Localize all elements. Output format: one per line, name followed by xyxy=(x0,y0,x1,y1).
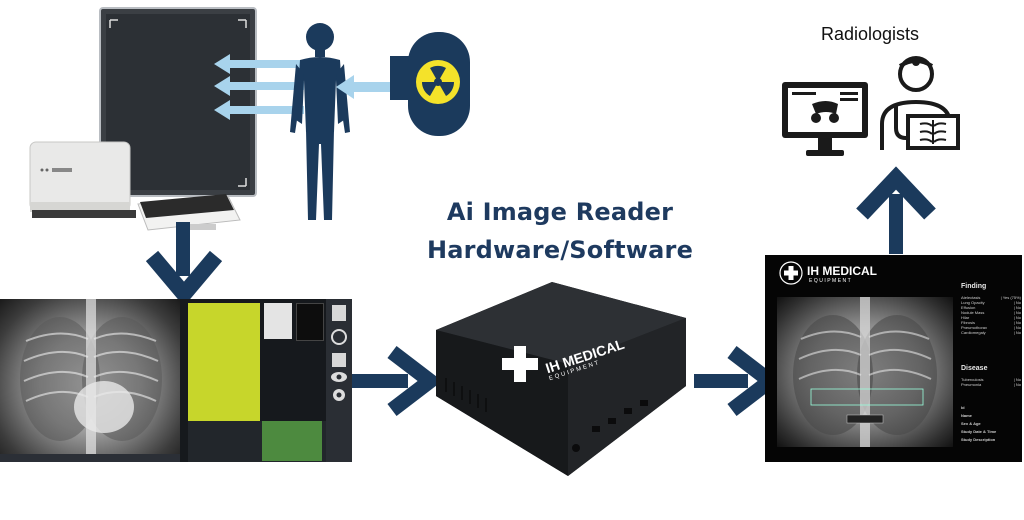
finding-row: Nodule Mass| No xyxy=(961,310,1021,315)
report-brand-sub: EQUIPMENT xyxy=(809,278,853,284)
xray-beam-arrow xyxy=(336,75,414,99)
settings-icon xyxy=(333,389,345,401)
finding-row: Pneumothorax| No xyxy=(961,325,1021,330)
report-xray-image xyxy=(777,297,953,447)
disease-heading: Disease xyxy=(961,365,988,372)
flat-panel-detector-icon xyxy=(99,7,257,197)
monitor-icon xyxy=(782,82,868,156)
patient-field: Study Date & Time xyxy=(961,429,997,434)
results-panel xyxy=(262,421,322,461)
status-bar xyxy=(0,454,180,462)
radiation-icon xyxy=(416,60,460,104)
arrow-down xyxy=(146,222,222,307)
finding-row: Fibrosis| No xyxy=(961,320,1021,325)
ai-report: IH MEDICAL EQUIPMENT Finding Atelectasis… xyxy=(765,255,1022,462)
patient-field: Study Description xyxy=(961,437,996,442)
finding-row: Hilar| No xyxy=(961,315,1021,320)
patient-field: Sex & Age xyxy=(961,421,981,426)
title-line-2: Hardware/Software xyxy=(426,236,694,264)
finding-row: Effusion| No xyxy=(961,305,1021,310)
chest-xray-image xyxy=(0,299,180,454)
patient-field: Name xyxy=(961,413,972,418)
patient-field: Id xyxy=(961,405,965,410)
report-brand: IH MEDICAL xyxy=(807,264,877,278)
finding-row: Atelectasis| Yes (75%) xyxy=(961,295,1021,300)
xray-source-icon xyxy=(390,32,470,136)
eye-icon xyxy=(331,372,347,382)
wireless-router-device xyxy=(29,141,241,231)
thumbnail-empty[interactable] xyxy=(296,303,324,341)
brand-logo-icon xyxy=(779,261,803,285)
finding-row: Cardiomegaly| No xyxy=(961,330,1021,335)
radiologist-icon xyxy=(880,56,960,150)
finding-list: Atelectasis| Yes (75%) Lung Opacity| No … xyxy=(961,295,1021,335)
arrow-right-1 xyxy=(352,346,443,416)
finding-heading: Finding xyxy=(961,283,987,290)
patient-info: Id Name Sex & Age Study Date & Time Stud… xyxy=(961,405,1021,442)
thumbnail[interactable] xyxy=(264,303,292,339)
finding-row: Lung Opacity| No xyxy=(961,300,1021,305)
disease-row: Tuberculosis| No xyxy=(961,377,1021,382)
xray-rays xyxy=(214,54,304,120)
disease-row: Pneumonia| No xyxy=(961,382,1021,387)
title-line-1: Ai Image Reader xyxy=(446,198,674,226)
radiologists-label: Radiologists xyxy=(820,24,920,44)
side-toolbar xyxy=(326,299,352,462)
arrow-up xyxy=(856,166,936,254)
ai-software-screenshot xyxy=(0,299,352,462)
disease-list: Tuberculosis| No Pneumonia| No xyxy=(961,377,1021,387)
ai-device: IH MEDICAL EQUIPMENT xyxy=(432,278,690,478)
human-body-icon xyxy=(290,23,350,220)
